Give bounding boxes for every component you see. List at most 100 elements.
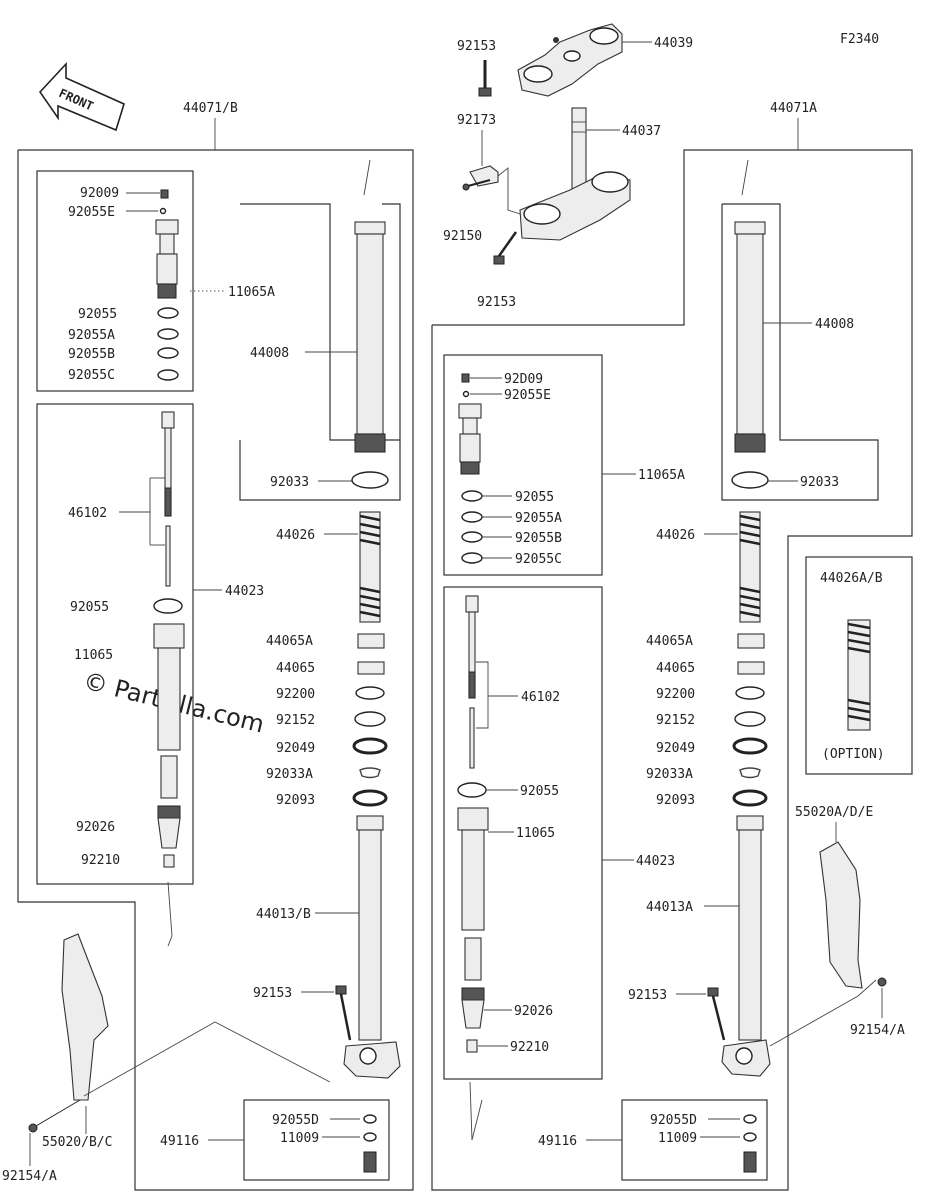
oring-right-92055B[interactable]: [461, 531, 483, 543]
cylinder-left-11065[interactable]: [153, 623, 185, 799]
bleed-screw-right[interactable]: [743, 1151, 757, 1173]
oring-left-92055A[interactable]: [157, 328, 179, 340]
upper-triple-clamp[interactable]: [517, 23, 623, 97]
inner-tube-right-44013A[interactable]: [721, 815, 771, 1077]
option-spring-44026AB[interactable]: [847, 619, 871, 731]
box-right-44023: [443, 586, 603, 1080]
nut-right-92210[interactable]: [466, 1039, 478, 1053]
oring-left-92033[interactable]: [351, 471, 389, 489]
label-44037: 44037: [622, 124, 661, 139]
collar-left-44065[interactable]: [357, 661, 385, 675]
label-right-92026: 92026: [514, 1004, 553, 1019]
label-right-92049: 92049: [656, 741, 695, 756]
dust-seal-right-92093[interactable]: [732, 789, 768, 807]
bushing-left-92152[interactable]: [354, 711, 386, 727]
label-left-92210: 92210: [81, 853, 120, 868]
collar-right-44065[interactable]: [737, 661, 765, 675]
bolt-right-92154[interactable]: [877, 977, 887, 987]
bleed-screw-left[interactable]: [363, 1151, 377, 1173]
oring-right-92055E[interactable]: [462, 390, 470, 398]
label-left-92055B: 92055B: [68, 347, 115, 362]
steering-stem[interactable]: [519, 107, 631, 241]
washer-right-92200[interactable]: [735, 686, 765, 700]
oring-right-92055A[interactable]: [461, 511, 483, 523]
gasket-left-11009[interactable]: [363, 1132, 377, 1142]
bushing-right-92152[interactable]: [734, 711, 766, 727]
bolt-92150[interactable]: [462, 179, 491, 191]
base-valve-left-92026[interactable]: [157, 805, 181, 849]
washer-left-92200[interactable]: [355, 686, 385, 700]
label-left-92055: 92055: [78, 307, 117, 322]
label-left-92033: 92033: [270, 475, 309, 490]
base-valve-right-92026[interactable]: [461, 987, 485, 1029]
label-44039: 44039: [654, 36, 693, 51]
bolt-92153-top[interactable]: [478, 60, 492, 97]
oring-right-92055[interactable]: [461, 490, 483, 502]
label-left-92152: 92152: [276, 713, 315, 728]
box-left-44023: [36, 403, 194, 885]
spring-left-44026[interactable]: [359, 511, 381, 623]
screw-left-92009[interactable]: [160, 189, 169, 199]
dust-seal-left-92093[interactable]: [352, 789, 388, 807]
rod-right-46102[interactable]: [465, 595, 479, 769]
outer-tube-left-44008[interactable]: [354, 221, 386, 453]
oring-right-92055-b[interactable]: [457, 782, 487, 798]
label-left-44065: 44065: [276, 661, 315, 676]
label-right-49116: 49116: [538, 1134, 577, 1149]
oring-left-92055C[interactable]: [157, 369, 179, 381]
nut-left-92210[interactable]: [163, 854, 175, 868]
cylinder-right-11065[interactable]: [457, 807, 489, 981]
label-right-92055-b: 92055: [520, 784, 559, 799]
cable-clamp-92173[interactable]: [469, 165, 499, 187]
label-left-92055D: 92055D: [272, 1113, 319, 1128]
label-left-92055-b: 92055: [70, 600, 109, 615]
label-left-11065: 11065: [74, 648, 113, 663]
oring-right-92055D[interactable]: [743, 1114, 757, 1124]
oring-left-92055E[interactable]: [159, 207, 167, 215]
label-right-92152: 92152: [656, 713, 695, 728]
label-92173: 92173: [457, 113, 496, 128]
label-left-92026: 92026: [76, 820, 115, 835]
label-left-92009: 92009: [80, 186, 119, 201]
label-left-92093: 92093: [276, 793, 315, 808]
spacer-left-44065A[interactable]: [357, 633, 385, 649]
spacer-right-44065A[interactable]: [737, 633, 765, 649]
label-right-92093: 92093: [656, 793, 695, 808]
screw-right-92009[interactable]: [461, 373, 470, 383]
circlip-right-92033A[interactable]: [739, 767, 761, 779]
oring-left-92055D[interactable]: [363, 1114, 377, 1124]
label-right-92009: 92D09: [504, 372, 543, 387]
outer-tube-right-44008[interactable]: [734, 221, 766, 453]
bolt-left-92154[interactable]: [28, 1099, 81, 1133]
box-left-11065A: [36, 170, 194, 392]
fork-guard-left-55020[interactable]: [61, 933, 109, 1101]
label-left-11009: 11009: [280, 1131, 319, 1146]
circlip-left-92033A[interactable]: [359, 767, 381, 779]
label-right-44026: 44026: [656, 528, 695, 543]
valve-left-11065A[interactable]: [155, 219, 179, 299]
fork-guard-right-55020ADE[interactable]: [819, 841, 863, 989]
oring-right-92055C[interactable]: [461, 552, 483, 564]
bolt-right-92153[interactable]: [707, 987, 726, 1041]
oring-left-92055-b[interactable]: [153, 598, 183, 614]
gasket-right-11009[interactable]: [743, 1132, 757, 1142]
oring-left-92055[interactable]: [157, 307, 179, 319]
label-right-option: (OPTION): [822, 747, 885, 762]
inner-tube-left-44013B[interactable]: [343, 815, 401, 1079]
label-right-44026AB: 44026A/B: [820, 571, 883, 586]
spring-right-44026[interactable]: [739, 511, 761, 623]
label-right-44008: 44008: [815, 317, 854, 332]
valve-right-11065A[interactable]: [458, 403, 482, 475]
label-left-92200: 92200: [276, 687, 315, 702]
oring-right-92033[interactable]: [731, 471, 769, 489]
label-left-44023: 44023: [225, 584, 264, 599]
bolt-left-92153[interactable]: [335, 985, 352, 1041]
oil-seal-right-92049[interactable]: [732, 737, 768, 755]
label-92153-top: 92153: [457, 39, 496, 54]
bolt-92153-clamp[interactable]: [493, 231, 518, 265]
oil-seal-left-92049[interactable]: [352, 737, 388, 755]
oring-left-92055B[interactable]: [157, 347, 179, 359]
label-right-92154A: 92154/A: [850, 1023, 905, 1038]
rod-left-46102[interactable]: [161, 411, 175, 587]
